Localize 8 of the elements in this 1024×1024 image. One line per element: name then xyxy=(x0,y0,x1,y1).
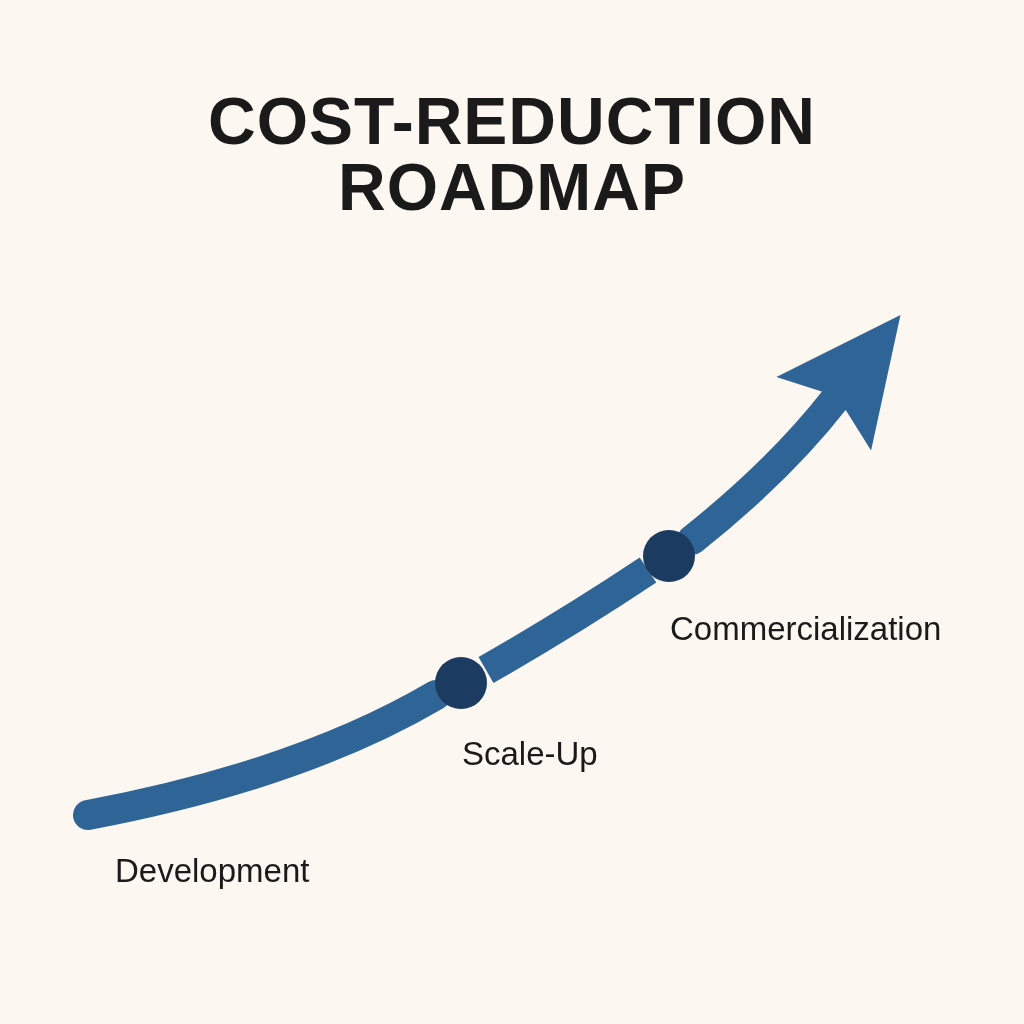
milestone-dot xyxy=(435,657,487,709)
connector-line xyxy=(478,557,657,683)
stage-label: Scale-Up xyxy=(462,735,598,773)
title: COST-REDUCTION ROADMAP xyxy=(207,88,817,220)
stage-label: Development xyxy=(115,852,310,890)
milestone-dot xyxy=(643,530,695,582)
stage-label: Commercialization xyxy=(670,610,942,648)
arrow xyxy=(677,315,902,555)
